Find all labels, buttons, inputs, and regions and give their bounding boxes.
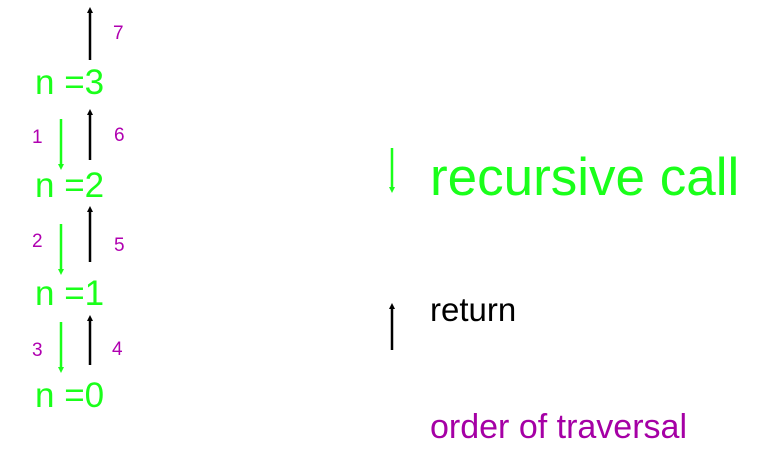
- step-number-6: 6: [114, 125, 125, 146]
- legend-order-of-traversal-label: order of traversal: [430, 408, 687, 446]
- node-n3: n =3: [35, 63, 105, 102]
- node-n1: n =1: [35, 274, 105, 313]
- step-number-7: 7: [113, 23, 124, 44]
- step-number-3: 3: [32, 340, 43, 361]
- legend-return-label: return: [430, 291, 517, 328]
- step-number-5: 5: [114, 235, 125, 256]
- node-n2: n =2: [35, 166, 105, 205]
- step-number-4: 4: [112, 339, 123, 360]
- legend-recursive-call-label: recursive call: [430, 148, 740, 207]
- step-number-1: 1: [32, 127, 43, 148]
- step-number-2: 2: [32, 231, 43, 252]
- node-n0: n =0: [35, 376, 105, 415]
